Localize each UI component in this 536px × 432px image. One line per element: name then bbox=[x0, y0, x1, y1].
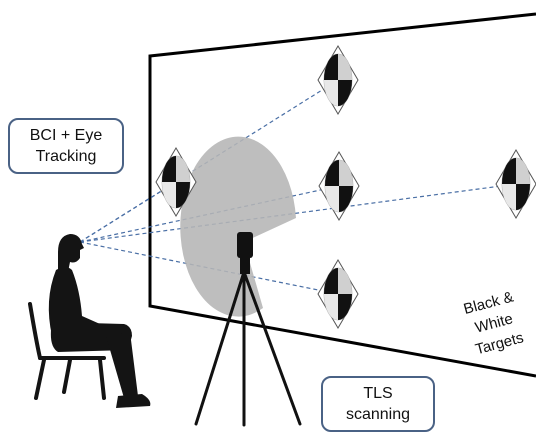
bci-callout-line-1: BCI + Eye bbox=[29, 127, 103, 144]
tls-callout-line-2: scanning bbox=[345, 406, 411, 423]
seated-person bbox=[28, 234, 151, 408]
scan-field bbox=[180, 136, 296, 317]
sight-line-bottom bbox=[79, 241, 339, 295]
scanner-head bbox=[237, 232, 253, 258]
sight-line-left bbox=[79, 181, 177, 243]
tls-scanning-callout: TLS scanning bbox=[321, 376, 435, 432]
tls-callout-line-1: TLS bbox=[363, 385, 393, 402]
tls-scanner-tripod bbox=[194, 232, 302, 427]
bci-eye-tracking-callout: BCI + Eye Tracking bbox=[8, 118, 124, 174]
sight-lines bbox=[79, 79, 517, 295]
sight-line-right bbox=[79, 183, 517, 243]
sight-line-center bbox=[79, 185, 340, 243]
bci-callout-line-2: Tracking bbox=[35, 148, 97, 165]
